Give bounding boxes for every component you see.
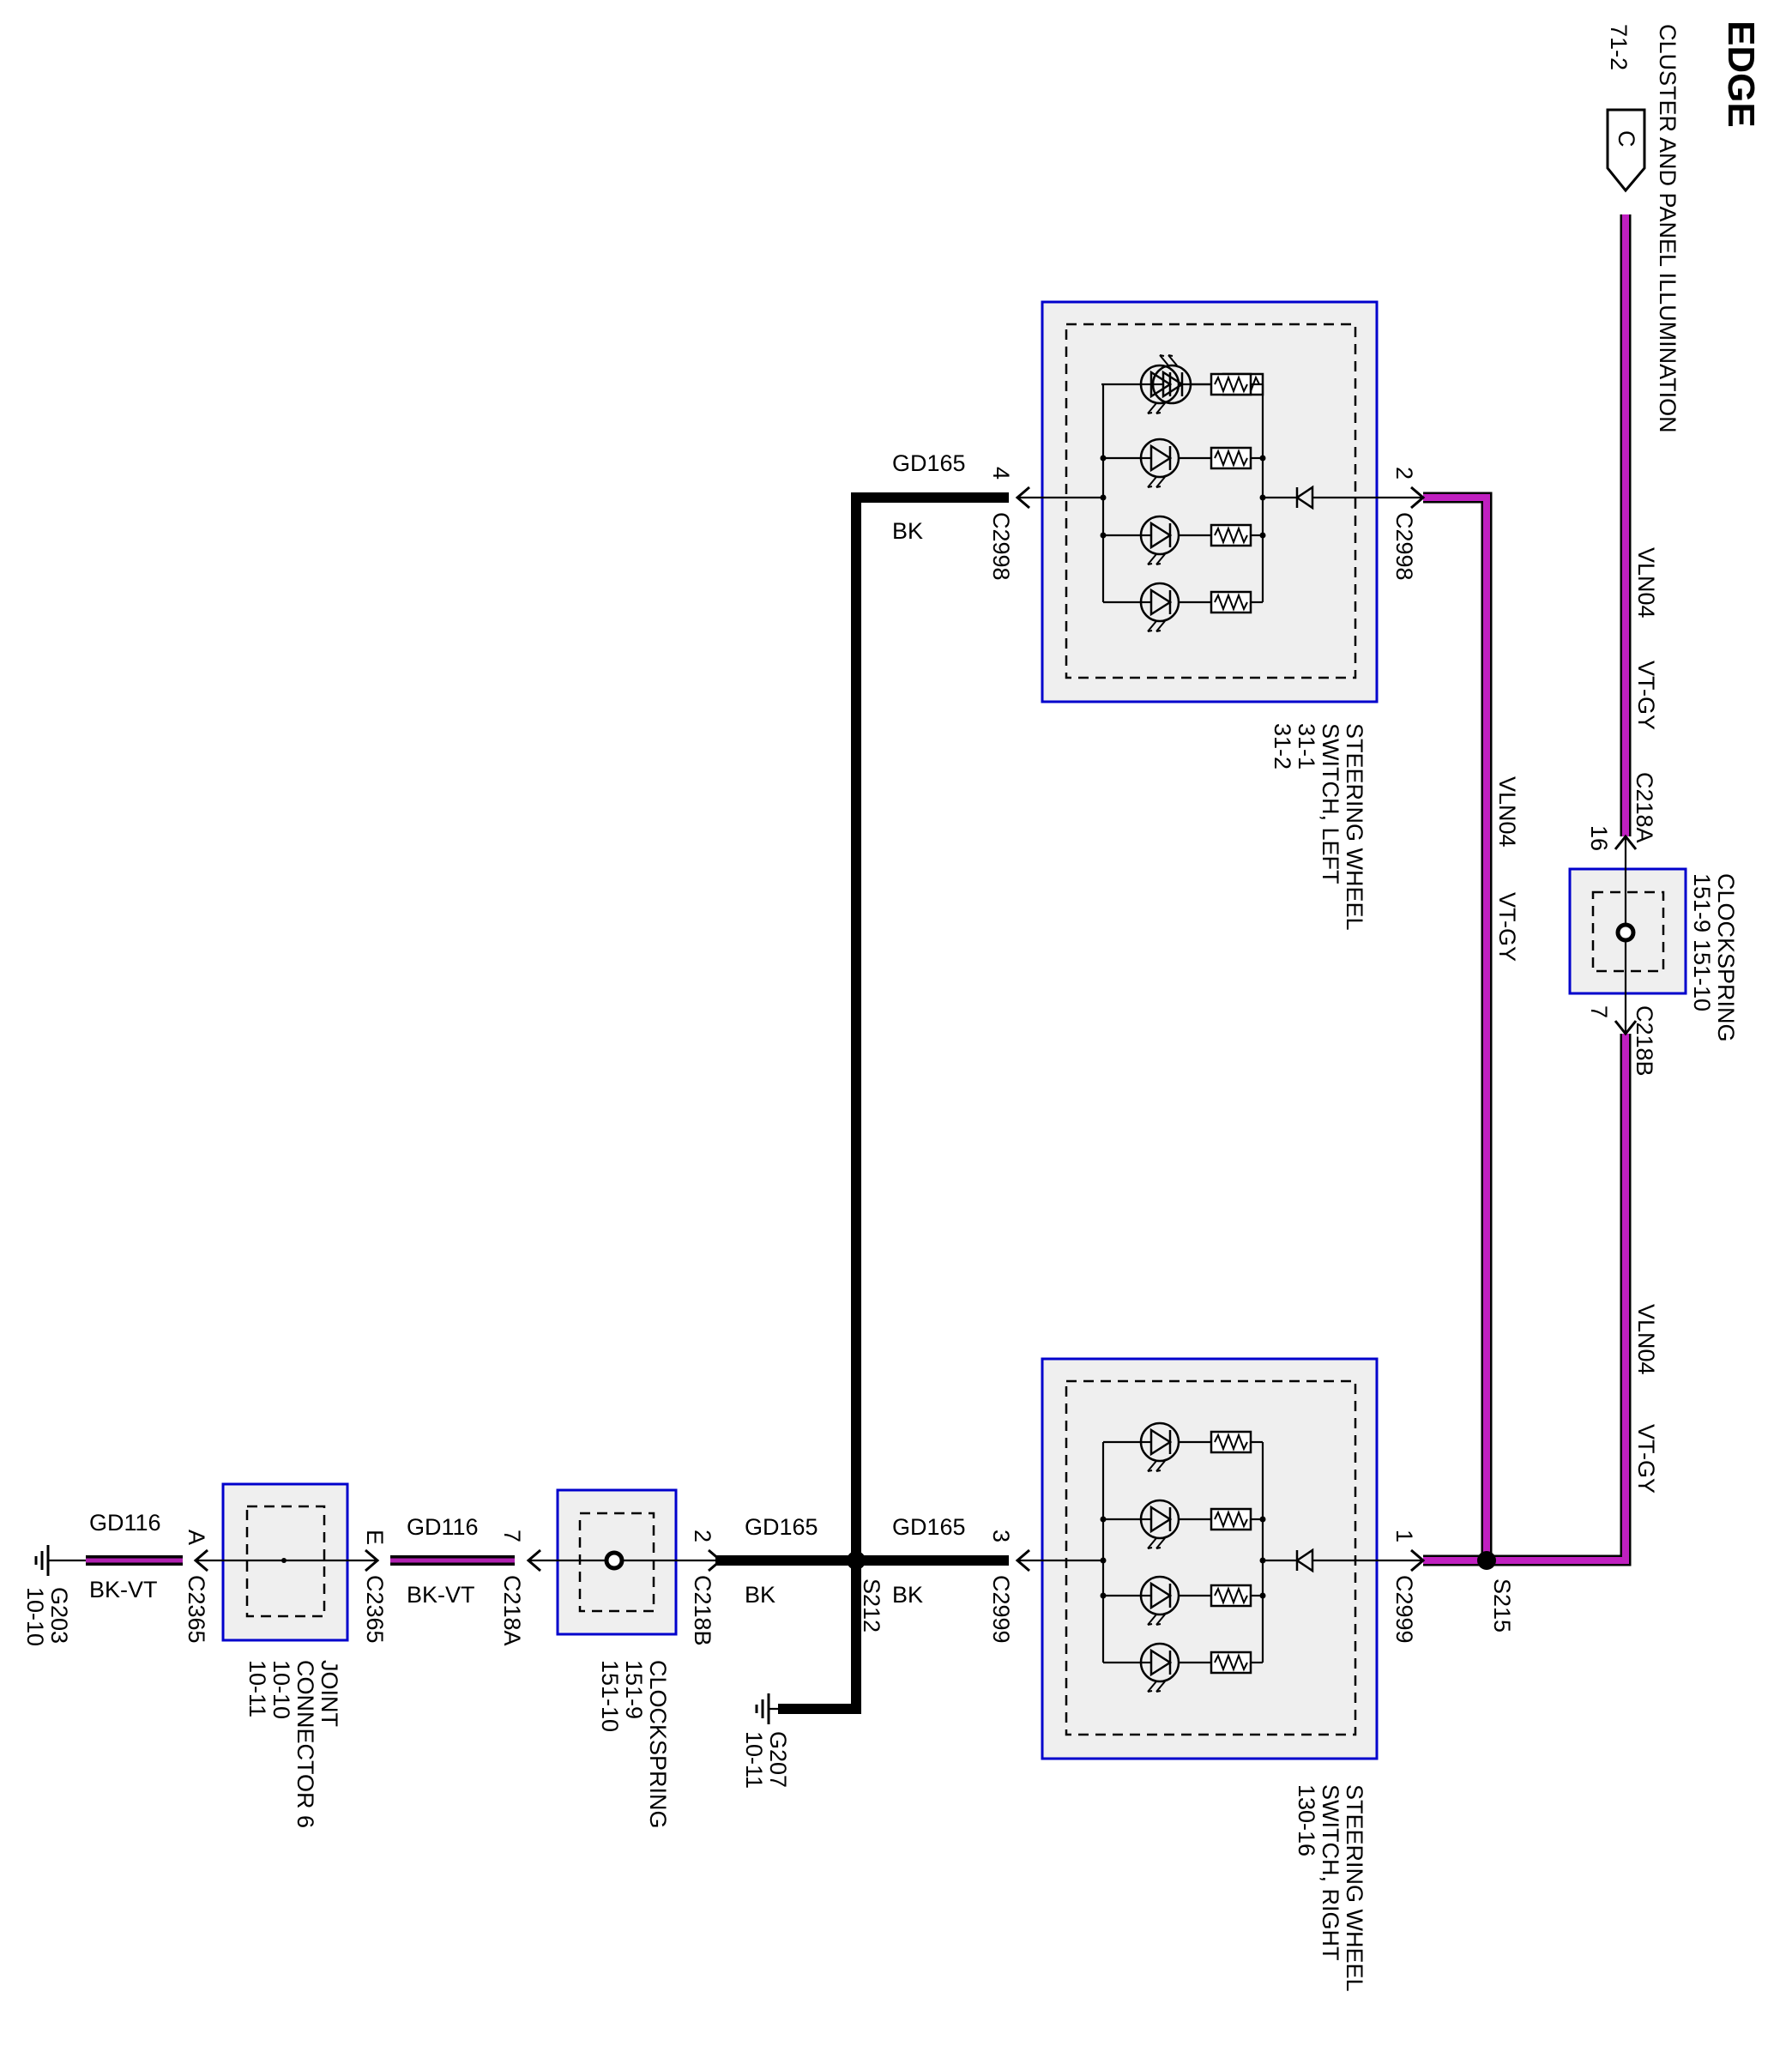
- switch-left-name-2: SWITCH, LEFT: [1318, 723, 1343, 884]
- vln04-color-mid: VT-GY: [1494, 892, 1520, 962]
- joint-connector-pin-left: A: [184, 1530, 209, 1545]
- joint-connector-name-1: JOINT: [317, 1660, 342, 1727]
- ground-g203-name: G203: [46, 1587, 72, 1644]
- switch-right-pin-out: 3: [988, 1530, 1014, 1542]
- joint-connector-connector-left: C2365: [184, 1575, 209, 1644]
- splice-s215: S215: [1477, 1551, 1515, 1633]
- page-title: EDGE: [1720, 21, 1762, 128]
- clockspring-top-name: CLOCKSPRING: [1713, 873, 1739, 1042]
- circuit-gd116: GD116 BK-VT GD116 BK-VT: [86, 1510, 515, 1608]
- vln04-color-top: VT-GY: [1633, 661, 1659, 730]
- gd165-label-top: GD165: [892, 450, 966, 476]
- vln04-label-top: VLN04: [1633, 547, 1659, 619]
- joint-connector-connector-right: C2365: [362, 1575, 388, 1644]
- ground-g207-name: G207: [765, 1731, 791, 1788]
- reference-label: CLUSTER AND PANEL ILLUMINATION: [1655, 24, 1680, 433]
- ground-g203: G203 10-10: [22, 1543, 86, 1646]
- clockspring-top-ref1: 151-9: [1689, 873, 1715, 932]
- connector-flag-c: [1606, 108, 1646, 193]
- switch-left-ref1: 31-1: [1294, 723, 1319, 770]
- gd165-color-right: BK: [892, 1582, 923, 1608]
- clockspring-top-ref2: 151-10: [1689, 939, 1715, 1011]
- gd165-color-left: BK: [745, 1582, 775, 1608]
- gd116-color-left: BK-VT: [89, 1577, 158, 1602]
- clockspring-bottom-ref1: 151-9: [621, 1660, 647, 1719]
- steering-wheel-switch-left: 2 C2998 4 C2998 STEERING WHEEL SWITCH, L…: [988, 300, 1426, 931]
- gd165-label-right: GD165: [892, 1514, 966, 1540]
- switch-right-name-2: SWITCH, RIGHT: [1318, 1784, 1343, 1960]
- joint-connector-pin-right: E: [362, 1530, 388, 1545]
- gd116-label-left: GD116: [89, 1510, 161, 1536]
- clockspring-bottom-pin-left: 7: [499, 1530, 525, 1542]
- cluster-illumination-reference: CLUSTER AND PANEL ILLUMINATION 71-2 C: [1606, 24, 1680, 433]
- ground-g207-ref: 10-11: [741, 1731, 767, 1789]
- vln04-color-bottom: VT-GY: [1633, 1424, 1659, 1494]
- switch-left-pin-in: 2: [1391, 467, 1417, 480]
- clockspring-bottom-connector-right: C218B: [690, 1575, 715, 1646]
- switch-right-pin-in: 1: [1391, 1530, 1417, 1542]
- gd116-label-mid: GD116: [407, 1514, 479, 1540]
- splice-s215-label: S215: [1489, 1578, 1515, 1633]
- connector-flag-letter: C: [1614, 130, 1639, 148]
- clockspring-top-pin-bottom: 7: [1586, 1005, 1612, 1018]
- ground-g207: G207 10-11: [741, 1692, 791, 1789]
- vln04-label-mid: VLN04: [1494, 776, 1520, 848]
- switch-right-connector-in: C2999: [1391, 1575, 1417, 1644]
- switch-left-connector-in: C2998: [1391, 512, 1417, 581]
- circuit-gd165: GD165 BK GD165 BK GD165 BK: [715, 450, 1009, 1714]
- switch-right-connector-out: C2999: [988, 1575, 1014, 1644]
- switch-right-ref1: 130-16: [1294, 1784, 1319, 1856]
- gd165-color-top: BK: [892, 518, 923, 544]
- joint-connector-name-2: CONNECTOR 6: [293, 1660, 318, 1828]
- vln04-label-bottom: VLN04: [1633, 1304, 1659, 1375]
- steering-wheel-switch-right: 1 C2999 3 C2999 STEERING WHEEL SWITCH, R…: [988, 1357, 1426, 1992]
- switch-left-name-1: STEERING WHEEL: [1342, 723, 1367, 931]
- switch-left-connector-out: C2998: [988, 512, 1014, 581]
- clockspring-bottom-name: CLOCKSPRING: [645, 1660, 671, 1829]
- gd165-label-left: GD165: [745, 1514, 818, 1540]
- switch-right-name-1: STEERING WHEEL: [1342, 1784, 1367, 1992]
- splice-s212: S212: [847, 1551, 884, 1633]
- ground-g203-ref: 10-10: [22, 1587, 48, 1646]
- joint-connector-ref2: 10-11: [244, 1660, 270, 1717]
- reference-page: 71-2: [1606, 24, 1632, 70]
- joint-connector-6: E C2365 A C2365 JOINT CONNECTOR 6 10-10 …: [184, 1482, 388, 1828]
- splice-s212-label: S212: [859, 1578, 884, 1633]
- gd116-color-mid: BK-VT: [407, 1582, 475, 1608]
- clockspring-top-connector-top: C218A: [1632, 772, 1657, 843]
- clockspring-top-pin-top: 16: [1586, 825, 1612, 851]
- joint-connector-ref1: 10-10: [268, 1660, 294, 1719]
- switch-left-ref2: 31-2: [1270, 723, 1295, 770]
- clockspring-top-connector-bottom: C218B: [1632, 1005, 1657, 1077]
- clockspring-top: 16 C218A 7 C218B CLOCKSPRING 151-9 151-1…: [1568, 772, 1739, 1077]
- clockspring-bottom-pin-right: 2: [690, 1530, 715, 1542]
- clockspring-bottom-connector-left: C218A: [499, 1575, 525, 1646]
- clockspring-bottom-ref2: 151-10: [597, 1660, 623, 1732]
- switch-left-pin-out: 4: [988, 467, 1014, 480]
- clockspring-bottom: 2 C218B 7 C218A CLOCKSPRING 151-9 151-10: [499, 1488, 723, 1829]
